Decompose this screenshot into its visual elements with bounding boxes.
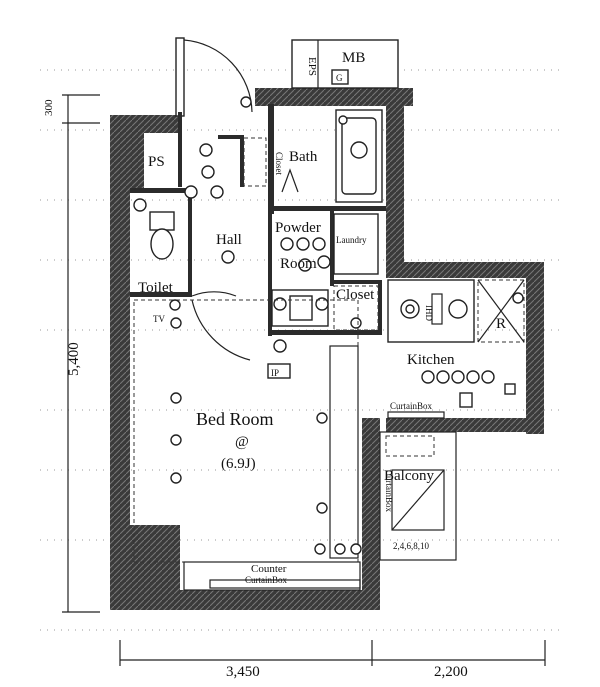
balcony-label: Balcony [384, 468, 434, 484]
dimension-lines [62, 94, 546, 666]
entrance-door[interactable] [175, 37, 253, 117]
dim-300: 300 [43, 99, 55, 116]
bedroom-outline [133, 299, 362, 563]
curtain-box-side-label: CurtainBox [384, 470, 394, 512]
bedroom-mark: @ [235, 434, 249, 450]
bedroom-label: Bed Room [196, 409, 274, 429]
interior-walls [130, 104, 386, 336]
main-closet [333, 285, 379, 331]
bedroom-area: (6.9J) [221, 456, 256, 472]
balcony-note: 2,4,6,8,10 [393, 541, 430, 551]
mb-label: MB [342, 50, 365, 66]
counter-label: Counter [251, 563, 287, 575]
closet-entry-label: Closet [274, 152, 284, 176]
r-label: R [496, 316, 506, 332]
kitchen-label: Kitchen [407, 352, 455, 368]
laundry-label: Laundry [336, 235, 367, 245]
ip-label: IP [271, 368, 279, 378]
dim-5400: 5,400 [66, 342, 82, 376]
hall-fixtures [184, 143, 251, 361]
curtain-box-kitchen-label: CurtainBox [390, 401, 432, 411]
powder-label: Powder [275, 220, 321, 236]
bath-label: Bath [289, 149, 318, 165]
dim-3450: 3,450 [226, 664, 260, 680]
g-label: G [336, 73, 343, 83]
hall-label: Hall [216, 232, 242, 248]
entry-closet [243, 137, 267, 187]
ihd-label: IHD [424, 305, 434, 321]
bathtub [281, 109, 383, 203]
room-label: Room [280, 256, 317, 272]
eps-label: EPS [306, 57, 318, 76]
dim-2200: 2,200 [434, 664, 468, 680]
kitchen-curtain-box [387, 411, 445, 419]
balcony-area [379, 431, 457, 561]
counter-fixture[interactable] [183, 561, 361, 591]
laundry-area [333, 213, 379, 275]
powder-room-fixtures [271, 237, 331, 327]
toilet-label: Toilet [138, 280, 174, 296]
toilet-fixture [133, 198, 175, 260]
utility-box [291, 39, 399, 89]
exterior-walls [110, 88, 544, 610]
kitchen-counter [387, 279, 525, 408]
curtain-box-bottom-label: CurtainBox [245, 575, 287, 585]
ps-label: PS [148, 154, 165, 170]
closet-main-label: Closet [336, 287, 375, 303]
closet-outlets [350, 317, 362, 329]
tv-label: TV [153, 314, 165, 324]
